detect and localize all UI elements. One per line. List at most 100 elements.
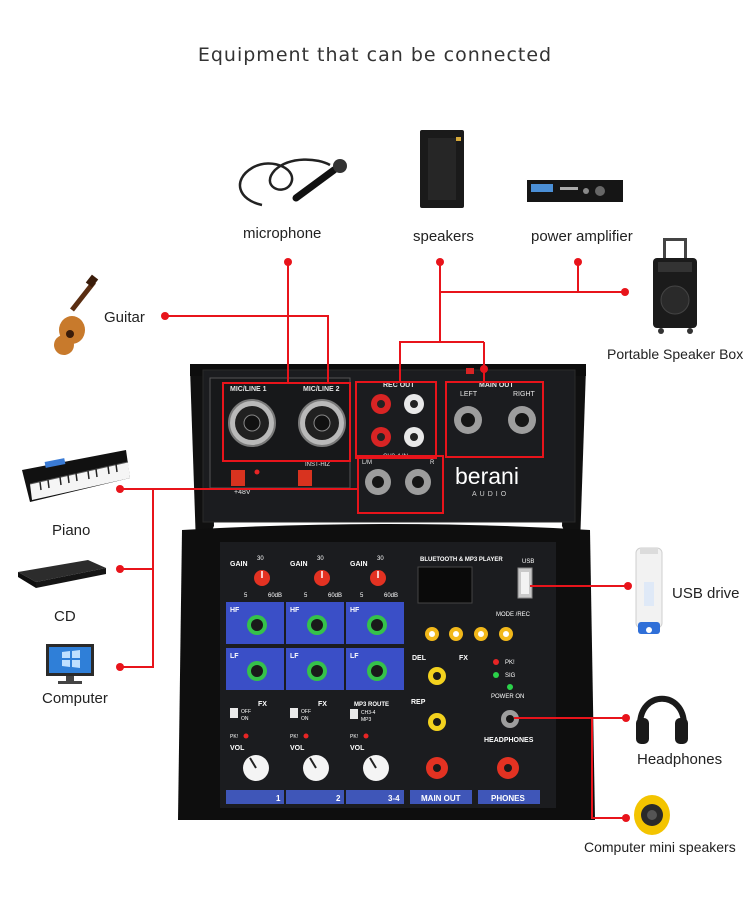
footer-ch34: 3-4: [388, 794, 400, 803]
sig-led: [493, 672, 499, 678]
keyboard-icon: [22, 450, 130, 502]
lf-label-ch34: LF: [350, 653, 359, 660]
line-l-label: L/M: [362, 460, 372, 466]
svg-text:5: 5: [360, 593, 364, 599]
route-a-label: CH3-4: [361, 710, 376, 716]
hf-knob-ch2[interactable]: [307, 615, 327, 635]
svg-text:5: 5: [244, 593, 248, 599]
rca-in-left[interactable]: [371, 427, 391, 447]
microphone-icon: [238, 158, 347, 207]
fx-off-label-ch1: OFF: [241, 709, 251, 715]
peak-led: [493, 659, 499, 665]
line-in-l-jack[interactable]: [365, 469, 391, 495]
svg-text:30: 30: [317, 556, 324, 562]
svg-text:60dB: 60dB: [328, 593, 342, 599]
hf-label-ch34: HF: [350, 607, 360, 614]
lf-label-ch1: LF: [230, 653, 239, 660]
mode-rec-label: MODE /REC: [496, 612, 531, 618]
svg-text:GAIN: GAIN: [290, 561, 308, 568]
svg-text:GAIN: GAIN: [350, 561, 368, 568]
lf-knob-ch1[interactable]: [247, 661, 267, 681]
vol-knob-ch1[interactable]: [243, 755, 269, 781]
headphones-jack-label: HEADPHONES: [484, 737, 534, 744]
speaker-icon: [420, 130, 464, 208]
rep-label: REP: [411, 699, 426, 706]
headphones-label: Headphones: [637, 751, 723, 768]
usb-drive-label: USB drive: [672, 585, 740, 602]
vol-knob-ch34[interactable]: [363, 755, 389, 781]
delay-knob[interactable]: [428, 667, 446, 685]
vol-label-ch34: VOL: [350, 745, 365, 752]
main-out-right-jack[interactable]: [508, 406, 536, 434]
vol-label-ch2: VOL: [290, 745, 305, 752]
rca-rec-out-right[interactable]: [404, 394, 424, 414]
footer-phones: PHONES: [491, 794, 525, 803]
mixer: MIC/LINE 1 MIC/LINE 2 +48V INST-HIZ REC …: [178, 364, 595, 820]
power-amplifier-label: power amplifier: [531, 228, 633, 245]
main-out-left-jack[interactable]: [454, 406, 482, 434]
svg-text:60dB: 60dB: [268, 593, 282, 599]
pk-label-ch2: PK!: [290, 734, 298, 740]
line-in-r-jack[interactable]: [405, 469, 431, 495]
peak-led-label: PK!: [505, 660, 515, 666]
page-title: Equipment that can be connected: [197, 44, 553, 66]
rca-in-right[interactable]: [404, 427, 424, 447]
gain-knob-ch34[interactable]: GAIN 30 5 60dB: [350, 556, 398, 599]
svg-text:30: 30: [257, 556, 264, 562]
computer-icon: [46, 644, 94, 684]
hf-knob-ch34[interactable]: [367, 615, 387, 635]
mode-rec-button[interactable]: [499, 627, 513, 641]
headphones-jack[interactable]: [501, 710, 519, 728]
usb-port-label: USB: [522, 559, 534, 565]
fx-switch-ch2[interactable]: [290, 708, 298, 718]
microphone-label: microphone: [243, 225, 322, 242]
phantom-led: [254, 469, 260, 475]
prev-button[interactable]: [425, 627, 439, 641]
power-amplifier-icon: [527, 180, 623, 202]
fx-switch-ch1[interactable]: [230, 708, 238, 718]
computer-label: Computer: [42, 690, 108, 707]
lf-knob-ch34[interactable]: [367, 661, 387, 681]
gain-knob-ch2[interactable]: GAIN 30 5 60dB: [290, 556, 342, 599]
main-vol-knob[interactable]: [426, 757, 448, 779]
phantom-power-button[interactable]: [231, 470, 245, 486]
phantom-label: +48V: [234, 489, 251, 496]
mic-line-2-label: MIC/LINE 2: [303, 386, 340, 393]
bt-player-label: BLUETOOTH & MP3 PLAYER: [420, 557, 503, 563]
fx-section-label: FX: [459, 655, 468, 662]
next-button[interactable]: [449, 627, 463, 641]
vol-knob-ch2[interactable]: [303, 755, 329, 781]
svg-text:GAIN: GAIN: [230, 561, 248, 568]
rca-rec-out-left[interactable]: [371, 394, 391, 414]
repeat-knob[interactable]: [428, 713, 446, 731]
phones-vol-knob[interactable]: [497, 757, 519, 779]
speakers-label: speakers: [413, 228, 474, 245]
connection-lines: [120, 262, 628, 819]
guitar-label: Guitar: [104, 309, 145, 326]
main-out-label: MAIN OUT: [479, 382, 514, 389]
mp3-display: [417, 566, 473, 604]
brand-logo: berani: [455, 463, 519, 489]
hf-label-ch2: HF: [290, 607, 300, 614]
power-indicator: [466, 368, 474, 374]
xlr-combo-jack-1[interactable]: [228, 399, 276, 447]
svg-text:30: 30: [377, 556, 384, 562]
power-on-label: POWER ON: [491, 694, 524, 700]
footer-main-out: MAIN OUT: [421, 794, 461, 803]
lf-knob-ch2[interactable]: [307, 661, 327, 681]
gain-knob-ch1[interactable]: GAIN 30 5 60dB: [230, 556, 282, 599]
cd-player-icon: [18, 560, 106, 588]
play-pause-button[interactable]: [474, 627, 488, 641]
inst-hiz-button[interactable]: [298, 470, 312, 486]
lf-label-ch2: LF: [290, 653, 299, 660]
computer-mini-speakers-label: Computer mini speakers: [584, 839, 736, 855]
hf-knob-ch1[interactable]: [247, 615, 267, 635]
headphones-icon: [636, 695, 688, 744]
mp3-route-switch[interactable]: [350, 709, 358, 719]
xlr-combo-jack-2[interactable]: [298, 399, 346, 447]
fx-on-label-ch2: ON: [301, 716, 309, 722]
connection-points: [116, 258, 632, 822]
pk-label-ch34: PK!: [350, 734, 358, 740]
mini-speaker-icon: [634, 795, 670, 835]
